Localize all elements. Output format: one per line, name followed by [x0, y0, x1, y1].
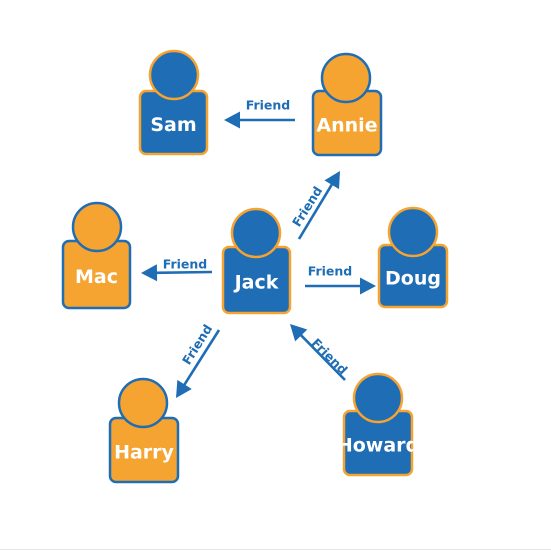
relationship-jack-to-harry: Friend [176, 322, 221, 398]
person-name: Jack [233, 272, 279, 294]
person-head-icon [320, 52, 372, 104]
arrowhead-icon [324, 171, 340, 190]
relationship-label: Friend [163, 257, 208, 272]
person-node-sam: Sam [138, 49, 209, 156]
arrowhead-icon [224, 111, 240, 129]
person-name: Annie [316, 115, 377, 137]
person-node-jack: Jack [221, 207, 292, 315]
arrowhead-icon [290, 324, 308, 342]
relationship-line [297, 183, 334, 240]
person-name: Sam [150, 114, 196, 136]
person-head-icon [352, 372, 404, 424]
relationship-jack-to-annie: Friend [289, 171, 340, 240]
person-head-icon [387, 206, 439, 258]
person-head-icon [148, 49, 200, 101]
relationship-jack-to-doug: Friend [305, 264, 376, 295]
relationship-label: Friend [246, 98, 291, 113]
person-name: Harry [114, 442, 174, 464]
relationship-label: Friend [308, 264, 353, 279]
person-name: Mac [75, 266, 118, 288]
relationship-howard-to-jack: Friend [290, 324, 351, 381]
person-name: Howard [337, 435, 419, 457]
person-node-mac: Mac [61, 201, 132, 310]
relationship-line [299, 333, 346, 381]
person-name: Doug [385, 268, 441, 290]
person-node-harry: Harry [108, 377, 180, 484]
person-node-annie: Annie [311, 52, 383, 157]
arrowhead-icon [360, 277, 376, 295]
person-head-icon [117, 377, 169, 429]
relationship-jack-to-mac: Friend [141, 257, 213, 282]
person-head-icon [71, 201, 123, 253]
person-node-howard: Howard [337, 372, 419, 477]
arrowhead-icon [141, 264, 158, 282]
relationship-label: Friend [309, 335, 351, 377]
relationship-line [155, 270, 213, 275]
bottom-divider [0, 549, 551, 550]
relationship-annie-to-sam: Friend [224, 98, 295, 129]
person-head-icon [230, 207, 282, 259]
person-node-doug: Doug [377, 206, 449, 309]
arrowhead-icon [176, 379, 192, 398]
relationship-line [182, 329, 221, 387]
